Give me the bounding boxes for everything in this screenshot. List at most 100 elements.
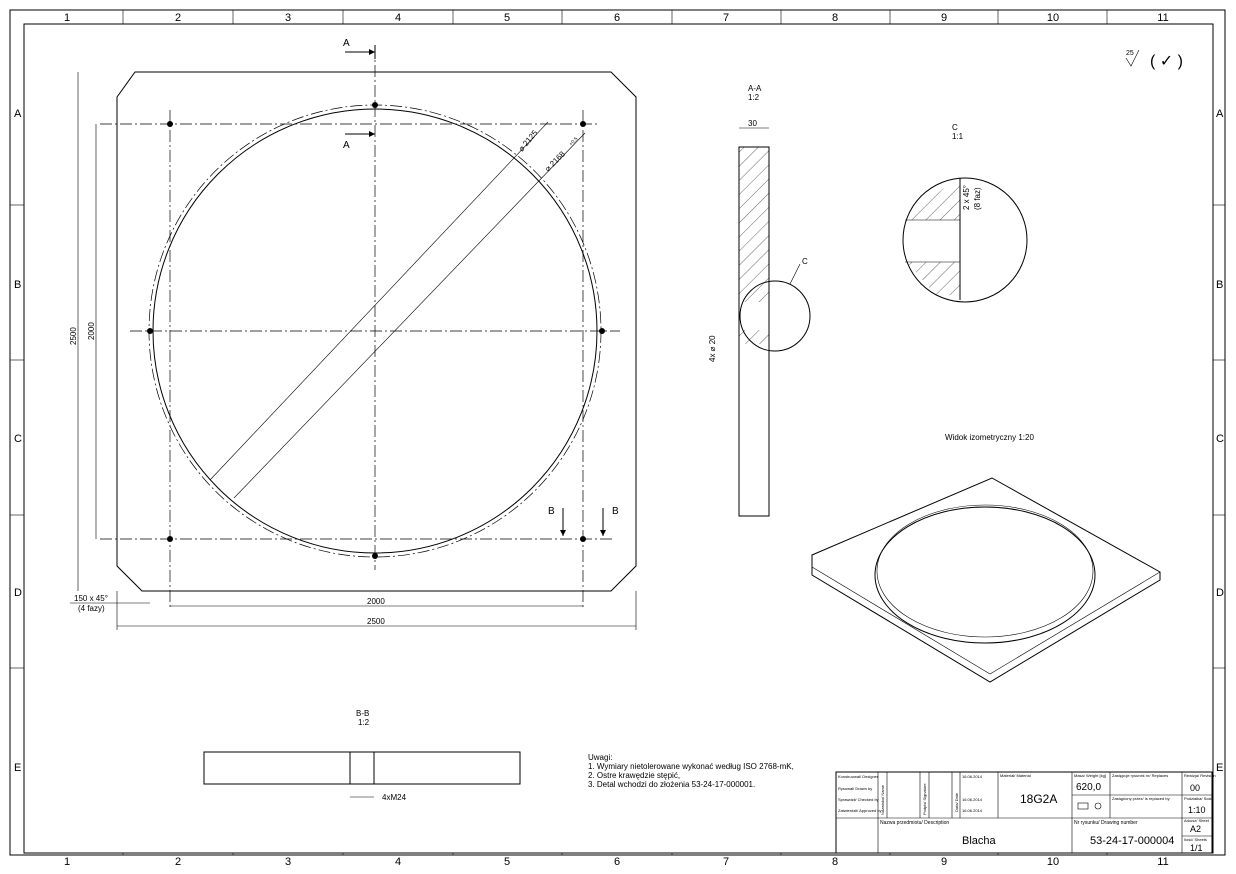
grid-labels: 1 2 3 4 5 6 7 8 9 10 11 1 2 3 4 5 6 7 8 … [14, 12, 1224, 868]
row-label: E [1216, 762, 1223, 774]
col-label: 4 [395, 856, 401, 868]
dim-dia-2168-tolerance: +0.5 [568, 136, 579, 147]
svg-text:2500: 2500 [69, 327, 78, 345]
notes: Uwagi: 1. Wymiary nietolerowane wykonać … [588, 753, 794, 789]
svg-text:A: A [343, 38, 350, 49]
col-label: 5 [504, 12, 510, 24]
row-label: D [1216, 587, 1224, 599]
title-block: Konstruował/ Designer Rysował/ Drawn by … [835, 771, 1216, 854]
col-label: 9 [941, 12, 947, 24]
svg-text:16.06.2014: 16.06.2014 [962, 808, 983, 813]
svg-text:150 x 45°: 150 x 45° [74, 594, 108, 603]
svg-text:C: C [802, 257, 808, 266]
drawing-number: 53-24-17-000004 [1090, 835, 1174, 847]
row-label: D [14, 587, 22, 599]
surface-finish-symbol: 25 ( ✓ ) [1125, 49, 1183, 70]
row-label: B [1216, 279, 1223, 291]
col-label: 8 [832, 12, 838, 24]
row-label: A [1216, 108, 1224, 120]
svg-text:A: A [343, 140, 350, 151]
svg-text:Materiał/ Material: Materiał/ Material [1000, 773, 1031, 778]
col-label: 10 [1047, 856, 1059, 868]
svg-text:Zastępuje rysunek nr/ Replaces: Zastępuje rysunek nr/ Replaces [1112, 773, 1168, 778]
svg-text:2. Ostre krawędzie stępić,: 2. Ostre krawędzie stępić, [588, 771, 680, 780]
svg-text:1:1: 1:1 [952, 132, 964, 141]
svg-text:30: 30 [748, 119, 757, 128]
svg-text:1/1: 1/1 [1190, 843, 1203, 853]
row-label: C [1216, 433, 1224, 445]
svg-text:1:10: 1:10 [1188, 805, 1206, 815]
row-label: B [14, 279, 21, 291]
svg-text:25: 25 [1126, 50, 1134, 57]
mass: 620,0 [1076, 782, 1101, 793]
svg-text:Widok izometryczny 1:20: Widok izometryczny 1:20 [945, 433, 1034, 442]
dim-dia-2125: ⌀ 2125 [517, 128, 540, 153]
svg-text:Nr rysunku/ Drawing number: Nr rysunku/ Drawing number [1074, 820, 1138, 826]
svg-text:(8 faz): (8 faz) [973, 187, 982, 210]
svg-text:16.06.2014: 16.06.2014 [962, 797, 983, 802]
svg-text:00: 00 [1190, 783, 1200, 793]
svg-text:A-A: A-A [748, 84, 762, 93]
svg-text:C: C [952, 123, 958, 132]
col-label: 7 [723, 12, 729, 24]
col-label: 7 [723, 856, 729, 868]
projection-symbol-icon [1077, 802, 1102, 810]
col-label: 9 [941, 856, 947, 868]
date-column-label: Data/ Date [954, 792, 959, 812]
svg-text:2000: 2000 [87, 322, 96, 340]
row-label: C [14, 433, 22, 445]
col-label: 8 [832, 856, 838, 868]
svg-text:Nazwa przedmiotu/ Description: Nazwa przedmiotu/ Description [880, 820, 949, 826]
col-label: 2 [175, 12, 181, 24]
svg-text:A2: A2 [1190, 824, 1201, 834]
col-label: 1 [64, 12, 70, 24]
svg-text:Masa/ Weight [kg]: Masa/ Weight [kg] [1074, 773, 1106, 778]
dim-dia-2168: ⌀ 2168 [543, 149, 567, 173]
col-label: 6 [614, 856, 620, 868]
svg-text:Rysował/ Drawn by: Rysował/ Drawn by [838, 786, 872, 791]
col-label: 3 [285, 12, 291, 24]
svg-text:2500: 2500 [367, 617, 385, 626]
signature-column-label: Podpis/ Signature [922, 783, 927, 815]
svg-text:2 x 45°: 2 x 45° [962, 185, 971, 210]
isometric-view: Widok izometryczny 1:20 [811, 433, 1161, 683]
svg-text:B: B [612, 506, 619, 517]
svg-text:2000: 2000 [367, 597, 385, 606]
detail-c: C 1:1 2 x 45° (8 faz) [902, 123, 1028, 303]
svg-text:Zatwierdził/ Approved by: Zatwierdził/ Approved by [838, 808, 882, 813]
svg-text:1. Wymiary nietolerowane wykon: 1. Wymiary nietolerowane wykonać według … [588, 762, 794, 771]
col-label: 2 [175, 856, 181, 868]
svg-text:( ✓ ): ( ✓ ) [1150, 53, 1183, 70]
col-label: 1 [64, 856, 70, 868]
svg-text:Ilość/ Sheets: Ilość/ Sheets [1184, 837, 1207, 842]
section-a-a: A-A 1:2 30 C 4x ⌀ 20 [708, 84, 811, 517]
col-label: 11 [1157, 12, 1168, 24]
col-label: 6 [614, 12, 620, 24]
name-column-label: Nazwisko/ Name [880, 784, 885, 815]
row-label: A [14, 108, 22, 120]
description: Blacha [962, 835, 997, 847]
svg-text:16.06.2014: 16.06.2014 [962, 774, 983, 779]
svg-text:B-B: B-B [356, 709, 369, 718]
svg-text:4xM24: 4xM24 [382, 793, 407, 802]
col-label: 10 [1047, 12, 1059, 24]
col-label: 11 [1157, 856, 1168, 868]
svg-text:(4 fazy): (4 fazy) [78, 604, 105, 613]
svg-text:B: B [548, 506, 555, 517]
svg-text:4x ⌀ 20: 4x ⌀ 20 [708, 335, 717, 362]
svg-text:Arkusz/ Sheet: Arkusz/ Sheet [1184, 818, 1210, 823]
row-label: E [14, 762, 21, 774]
svg-text:1:2: 1:2 [748, 93, 760, 102]
svg-text:1:2: 1:2 [358, 718, 370, 727]
col-label: 3 [285, 856, 291, 868]
main-view: ⌀ 2125 ⌀ 2168 +0.5 A A B B 2500 2000 200… [69, 38, 637, 630]
drawing-frame [9, 9, 1226, 856]
svg-text:Sprawdził/ Checked by: Sprawdził/ Checked by [838, 797, 879, 802]
svg-text:Uwagi:: Uwagi: [588, 753, 612, 762]
svg-text:Konstruował/ Designer: Konstruował/ Designer [838, 774, 879, 779]
svg-text:3. Detal wchodzi do złożenia 5: 3. Detal wchodzi do złożenia 53-24-17-00… [588, 780, 755, 789]
col-label: 5 [504, 856, 510, 868]
svg-text:Podziałka/ Scale: Podziałka/ Scale [1184, 796, 1214, 801]
svg-text:Rewizja/ Revision: Rewizja/ Revision [1184, 773, 1216, 778]
